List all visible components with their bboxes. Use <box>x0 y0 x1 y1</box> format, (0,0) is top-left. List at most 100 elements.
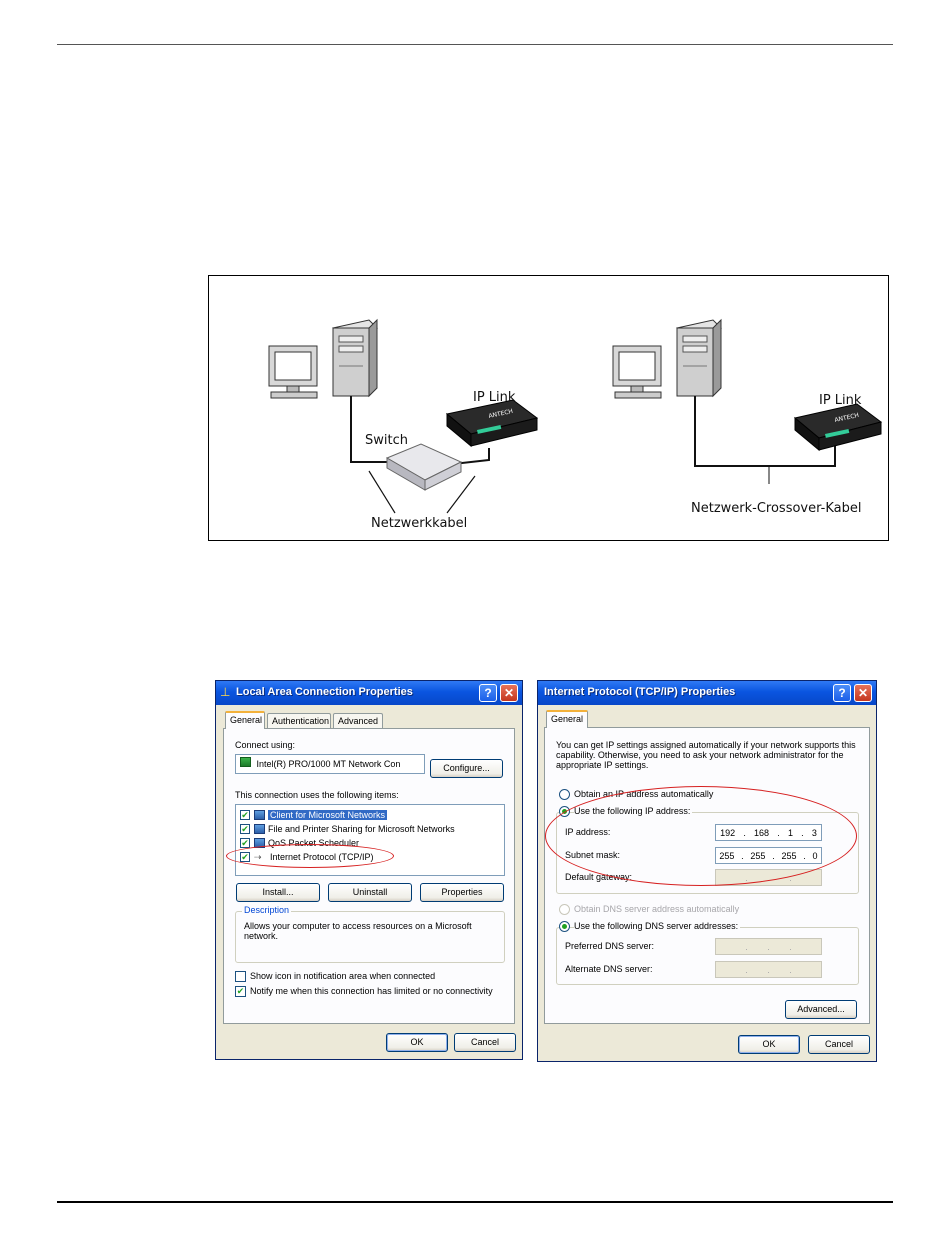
tcpip-general-panel: You can get IP settings assigned automat… <box>544 727 870 1024</box>
file-sharing-icon <box>254 823 265 834</box>
ip-dot: . <box>745 872 748 883</box>
client-checkbox[interactable]: ✔ <box>240 809 250 820</box>
use-following-dns-radio[interactable] <box>559 921 570 932</box>
lan-properties-dialog: ⊥ Local Area Connection Properties ? ✕ G… <box>215 680 523 1060</box>
right-device-brand: ANTECH <box>834 412 860 424</box>
show-icon-checkbox[interactable] <box>235 971 246 982</box>
adapter-name: Intel(R) PRO/1000 MT Network Con <box>256 759 401 769</box>
help-icon[interactable]: ? <box>479 684 497 702</box>
file-sharing-checkbox[interactable]: ✔ <box>240 823 250 834</box>
tab-general[interactable]: General <box>225 711 265 729</box>
qos-checkbox[interactable]: ✔ <box>240 837 250 848</box>
lan-dialog-title: Local Area Connection Properties <box>236 686 413 698</box>
description-label: Description <box>242 905 292 915</box>
preferred-dns-field[interactable]: ... <box>715 938 822 955</box>
header-rule <box>57 44 893 45</box>
description-group <box>235 911 505 963</box>
mask-octet-1: 255 <box>719 850 735 861</box>
ip-dot: . <box>743 827 746 838</box>
lan-cancel-button[interactable]: Cancel <box>454 1033 516 1052</box>
ip-address-group <box>556 812 859 894</box>
ip-address-field[interactable]: 192. 168. 1. 3 <box>715 824 822 841</box>
list-item-qos[interactable]: ✔ QoS Packet Scheduler <box>240 836 359 849</box>
right-ip-link-label: IP Link <box>819 393 862 408</box>
lan-ok-button[interactable]: OK <box>386 1033 448 1052</box>
obtain-dns-auto-label: Obtain DNS server address automatically <box>574 904 740 914</box>
notify-checkbox[interactable]: ✔ <box>235 986 246 997</box>
properties-button[interactable]: Properties <box>420 883 504 902</box>
client-label: Client for Microsoft Networks <box>268 809 388 820</box>
left-ip-link-device-icon <box>445 399 539 448</box>
help-icon[interactable]: ? <box>833 684 851 702</box>
intro-text: You can get IP settings assigned automat… <box>556 740 856 770</box>
left-server-tower-icon <box>332 318 378 398</box>
ip-dot: . <box>803 850 806 861</box>
components-list[interactable]: ✔ Client for Microsoft Networks ✔ File a… <box>235 804 505 876</box>
list-item-tcpip[interactable]: ✔ ⇢ Internet Protocol (TCP/IP) <box>240 850 374 863</box>
tcpip-checkbox[interactable]: ✔ <box>240 851 250 862</box>
left-network-cabling <box>350 396 490 514</box>
install-button[interactable]: Install... <box>236 883 320 902</box>
use-following-ip-radio[interactable] <box>559 806 570 817</box>
right-server-tower-icon <box>676 318 722 398</box>
crossover-cabling <box>694 396 836 484</box>
ip-dot: . <box>745 941 748 952</box>
ip-dot: . <box>772 850 775 861</box>
description-text: Allows your computer to access resources… <box>244 921 472 941</box>
right-ip-link-device-icon <box>793 403 883 452</box>
ip-octet-1: 192 <box>720 827 736 838</box>
left-ip-link-label: IP Link <box>473 390 516 405</box>
list-item-file-sharing[interactable]: ✔ File and Printer Sharing for Microsoft… <box>240 822 455 835</box>
close-icon[interactable]: ✕ <box>500 684 518 702</box>
right-monitor-icon <box>612 345 662 399</box>
subnet-mask-field[interactable]: 255. 255. 255. 0 <box>715 847 822 864</box>
tab-general[interactable]: General <box>546 710 588 728</box>
alternate-dns-field[interactable]: ... <box>715 961 822 978</box>
footer-rule <box>57 1201 893 1203</box>
configure-button[interactable]: Configure... <box>430 759 503 778</box>
ip-octet-2: 168 <box>754 827 770 838</box>
tcpip-cancel-button[interactable]: Cancel <box>808 1035 870 1054</box>
ip-dot: . <box>801 827 804 838</box>
ip-dot: . <box>767 872 770 883</box>
tcpip-properties-dialog: Internet Protocol (TCP/IP) Properties ? … <box>537 680 877 1062</box>
network-connection-icon: ⊥ <box>220 685 231 699</box>
notify-label: Notify me when this connection has limit… <box>250 986 493 996</box>
alternate-dns-label: Alternate DNS server: <box>565 964 653 974</box>
ip-address-label: IP address: <box>565 827 611 837</box>
ip-dot: . <box>767 941 770 952</box>
network-cable-label: Netzwerkkabel <box>371 516 468 531</box>
lan-dialog-titlebar[interactable]: ⊥ Local Area Connection Properties ? ✕ <box>216 681 522 705</box>
ip-octet-4: 3 <box>811 827 817 838</box>
qos-label: QoS Packet Scheduler <box>268 837 360 848</box>
network-diagram: ANTECH ANTECH IP L <box>208 275 889 541</box>
tab-advanced[interactable]: Advanced <box>333 713 383 729</box>
advanced-button[interactable]: Advanced... <box>785 1000 857 1019</box>
obtain-dns-auto-radio[interactable] <box>559 904 570 915</box>
tab-authentication[interactable]: Authentication <box>267 713 331 729</box>
obtain-ip-auto-radio[interactable] <box>559 789 570 800</box>
default-gateway-field[interactable]: ... <box>715 869 822 886</box>
adapter-field: Intel(R) PRO/1000 MT Network Con <box>235 754 425 774</box>
ip-dot: . <box>777 827 780 838</box>
uninstall-button[interactable]: Uninstall <box>328 883 412 902</box>
subnet-mask-label: Subnet mask: <box>565 850 621 860</box>
network-diagram-drawing: ANTECH ANTECH <box>268 318 883 514</box>
list-item-client[interactable]: ✔ Client for Microsoft Networks <box>240 808 388 821</box>
obtain-ip-auto-label: Obtain an IP address automatically <box>574 789 714 799</box>
mask-octet-4: 0 <box>812 850 818 861</box>
use-following-ip-label: Use the following IP address: <box>574 806 693 816</box>
use-following-dns-label: Use the following DNS server addresses: <box>574 921 741 931</box>
close-icon[interactable]: ✕ <box>854 684 872 702</box>
show-icon-label: Show icon in notification area when conn… <box>250 971 436 981</box>
preferred-dns-label: Preferred DNS server: <box>565 941 655 951</box>
left-device-brand: ANTECH <box>488 408 514 420</box>
protocol-icon: ⇢ <box>254 851 262 862</box>
tcpip-dialog-title: Internet Protocol (TCP/IP) Properties <box>544 686 736 698</box>
tcpip-ok-button[interactable]: OK <box>738 1035 800 1054</box>
default-gateway-label: Default gateway: <box>565 872 633 882</box>
ip-dot: . <box>745 964 748 975</box>
tcpip-dialog-titlebar[interactable]: Internet Protocol (TCP/IP) Properties ? … <box>538 681 876 705</box>
switch-icon <box>385 443 463 491</box>
items-label: This connection uses the following items… <box>235 790 399 800</box>
